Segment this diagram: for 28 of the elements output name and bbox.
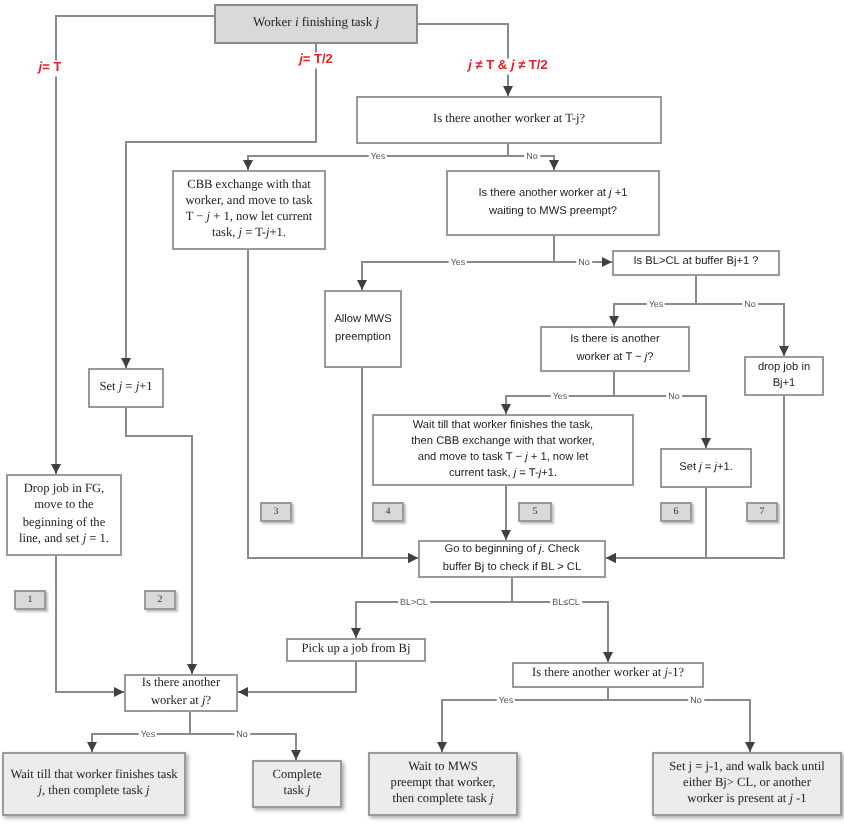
arrow xyxy=(87,733,191,753)
connector-trunk xyxy=(613,371,615,397)
connector-trunk xyxy=(695,275,697,305)
arrow xyxy=(417,23,513,97)
connector-trunk xyxy=(507,143,509,157)
arrow xyxy=(237,661,357,697)
arrow xyxy=(695,303,789,357)
connector-trunk xyxy=(189,711,191,735)
arrow xyxy=(121,43,317,369)
arrow xyxy=(351,601,513,639)
arrow xyxy=(607,699,755,753)
connector-trunk xyxy=(553,235,555,263)
connector-trunk xyxy=(511,577,513,603)
arrow xyxy=(605,395,785,563)
arrow xyxy=(189,733,301,761)
arrow xyxy=(501,485,511,541)
connector-trunk xyxy=(607,687,609,701)
arrow xyxy=(507,155,559,171)
arrow xyxy=(243,155,509,171)
arrow xyxy=(51,15,215,475)
arrow xyxy=(613,395,711,449)
arrow xyxy=(361,367,419,563)
arrow xyxy=(55,555,125,697)
arrow xyxy=(511,601,613,663)
arrow xyxy=(501,395,615,415)
arrow xyxy=(125,407,197,675)
arrow xyxy=(437,699,609,753)
arrow xyxy=(357,261,555,291)
